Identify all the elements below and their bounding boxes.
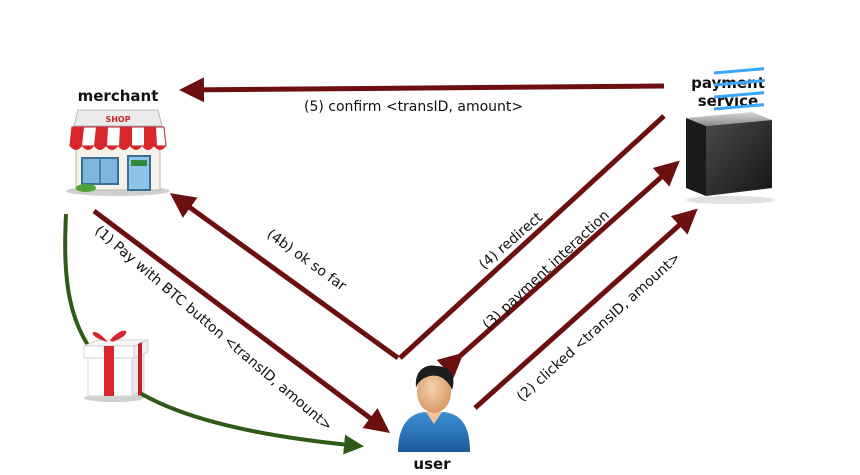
label-step4b: (4b) ok so far bbox=[264, 226, 350, 294]
merchant-node: merchant SHOP bbox=[66, 87, 170, 196]
server-icon bbox=[686, 67, 774, 204]
arrow-step5 bbox=[179, 77, 665, 103]
arrow-step2 bbox=[473, 208, 698, 410]
label-step5: (5) confirm <transID, amount> bbox=[304, 99, 523, 115]
gift-box-icon bbox=[83, 330, 149, 402]
payment-service-node: payment service bbox=[686, 67, 774, 204]
arrow-step1 bbox=[92, 209, 390, 433]
shop-icon: SHOP bbox=[66, 109, 170, 196]
arrow-step4b bbox=[169, 193, 400, 361]
arrow-step4 bbox=[398, 114, 666, 360]
user-node: user bbox=[398, 365, 470, 473]
label-step4: (4) redirect bbox=[476, 209, 546, 273]
shop-sign: SHOP bbox=[105, 115, 130, 124]
arrow-step3 bbox=[436, 160, 680, 379]
user-icon bbox=[398, 365, 470, 452]
merchant-label: merchant bbox=[78, 87, 159, 105]
user-label: user bbox=[413, 455, 451, 473]
